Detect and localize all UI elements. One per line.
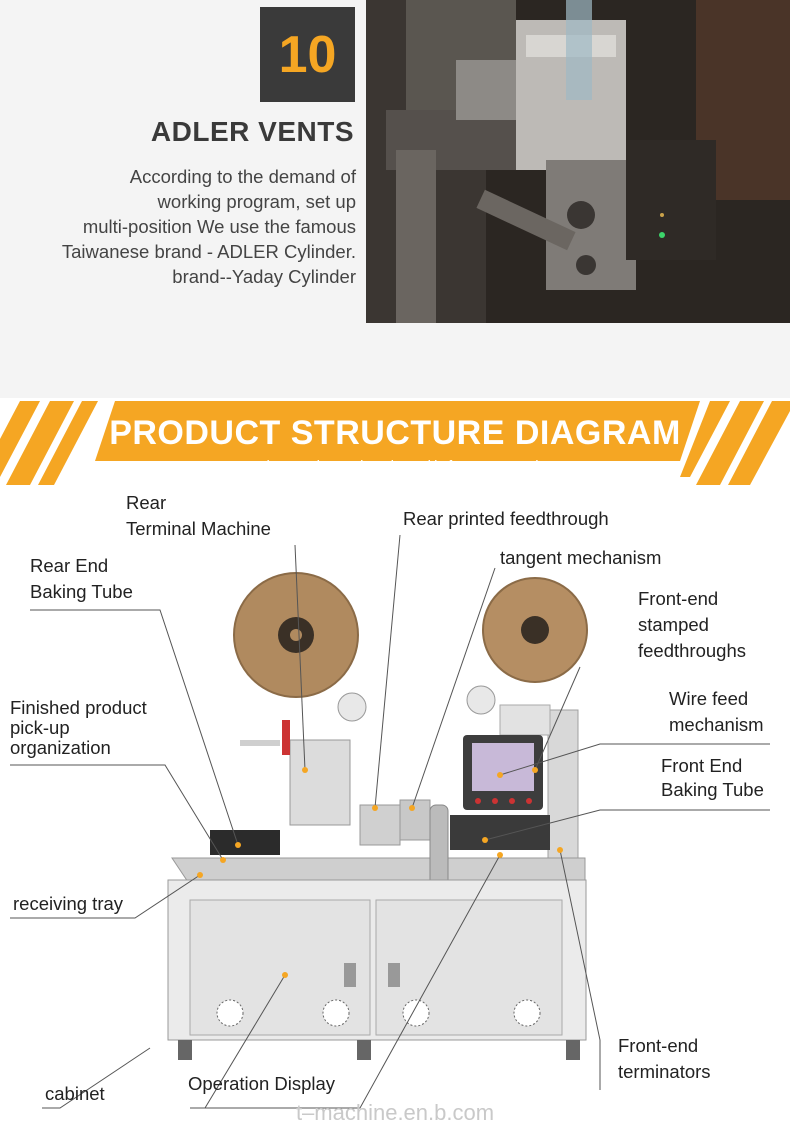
label-receiving-tray: receiving tray xyxy=(13,893,124,914)
label-rear-printed-feedthrough: Rear printed feedthrough xyxy=(403,508,609,529)
label-line: Front End xyxy=(661,755,743,776)
label-operation-display: Operation Display xyxy=(188,1073,336,1094)
label-tangent-mechanism: tangent mechanism xyxy=(500,547,662,568)
label-line: Front-end xyxy=(618,1035,699,1056)
description-line: working program, set up xyxy=(157,191,356,212)
label-line: feedthroughs xyxy=(638,640,747,661)
label-finished-product-pickup: Finished product pick-up organization xyxy=(10,698,147,758)
label-line: pick-up xyxy=(10,717,70,738)
label-line: Baking Tube xyxy=(661,779,764,800)
label-line: Terminal Machine xyxy=(126,518,271,539)
label-front-end-baking-tube: Front End Baking Tube xyxy=(661,754,764,802)
label-line: stamped xyxy=(638,614,709,635)
label-wire-feed-mechanism: Wire feed mechanism xyxy=(669,686,764,738)
label-line: Finished product xyxy=(10,697,147,718)
label-rear-terminal-machine: Rear Terminal Machine xyxy=(126,490,271,542)
footer-watermark: t–machine.en.b.com xyxy=(295,1100,495,1125)
description-line: Taiwanese brand - ADLER Cylinder. xyxy=(61,241,356,262)
label-line: Front-end xyxy=(638,588,719,609)
label-front-end-stamped-feedthroughs: Front-end stamped feedthroughs xyxy=(638,586,746,664)
label-front-end-terminators: Front-end terminators xyxy=(618,1033,711,1085)
feature-description: According to the demand of working progr… xyxy=(0,164,356,289)
label-line: Rear xyxy=(126,492,167,513)
banner-subtitle: A good product in detail for you Listen xyxy=(207,458,583,475)
label-rear-end-baking-tube: Rear End Baking Tube xyxy=(30,553,133,605)
description-line: multi-position We use the famous xyxy=(82,216,356,237)
label-line: organization xyxy=(10,737,111,758)
banner-title: PRODUCT STRUCTURE DIAGRAM xyxy=(109,414,681,452)
description-line: brand--Yaday Cylinder xyxy=(172,266,356,287)
label-line: Wire feed xyxy=(669,688,749,709)
feature-title: ADLER VENTS xyxy=(150,116,354,147)
label-cabinet: cabinet xyxy=(45,1083,105,1104)
label-line: mechanism xyxy=(669,714,764,735)
label-line: Rear End xyxy=(30,555,109,576)
feature-number: 10 xyxy=(260,7,355,102)
label-line: Baking Tube xyxy=(30,581,133,602)
cylinder-photo xyxy=(366,0,790,323)
section-banner xyxy=(0,401,790,485)
description-line: According to the demand of xyxy=(129,166,356,187)
label-line: terminators xyxy=(618,1061,711,1082)
